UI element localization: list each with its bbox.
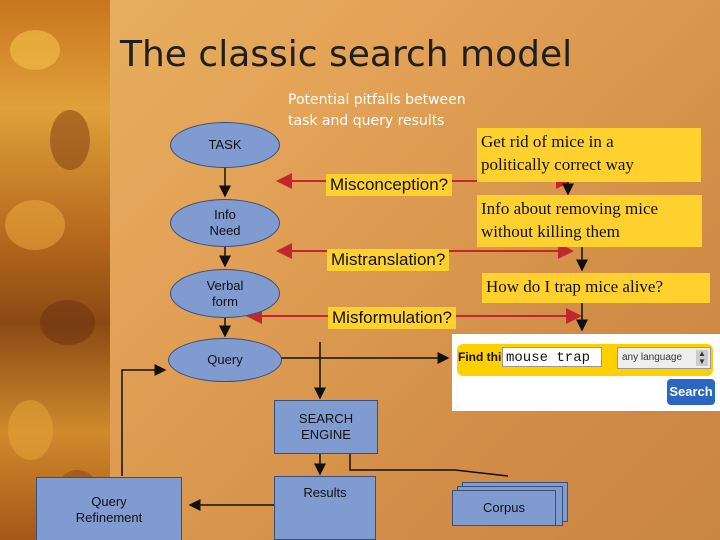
search-button[interactable]: Search bbox=[667, 379, 715, 405]
pitfalls-note: Potential pitfalls between task and quer… bbox=[288, 90, 466, 132]
misformulation-label: Misformulation? bbox=[328, 307, 456, 329]
autumn-leaves-photo bbox=[0, 0, 110, 540]
query-refinement-box: Query Refinement bbox=[36, 477, 182, 540]
info-need-example-line-2: without killing them bbox=[481, 222, 620, 241]
verbal-form-example-box: How do I trap mice alive? bbox=[482, 273, 710, 303]
find-this-label: Find this: bbox=[458, 350, 512, 364]
info-need-example-box: Info about removing mice without killing… bbox=[477, 195, 702, 247]
pitfalls-note-line-1: Potential pitfalls between bbox=[288, 92, 466, 108]
arrow-engine-corpus bbox=[349, 452, 509, 477]
verbal-form-node: Verbal form bbox=[170, 269, 280, 318]
arrow-refinement-to-query bbox=[121, 364, 167, 476]
corpus-box: Corpus bbox=[452, 490, 556, 526]
query-node: Query bbox=[168, 338, 282, 382]
task-example-line-2: politically correct way bbox=[481, 155, 634, 174]
info-need-node: Info Need bbox=[170, 199, 280, 247]
search-widget-screenshot: Find this: mouse trap any language ▲▼ Se… bbox=[452, 334, 720, 411]
slide-title: The classic search model bbox=[120, 34, 573, 75]
search-query-field[interactable]: mouse trap bbox=[502, 347, 602, 367]
pitfalls-note-line-2: task and query results bbox=[288, 113, 445, 129]
language-select-value: any language bbox=[622, 352, 683, 363]
task-node: TASK bbox=[170, 122, 280, 168]
results-box: Results bbox=[274, 476, 376, 540]
language-select[interactable]: any language ▲▼ bbox=[617, 347, 711, 369]
task-example-box: Get rid of mice in a politically correct… bbox=[477, 128, 701, 182]
chevron-updown-icon: ▲▼ bbox=[696, 350, 708, 366]
mistranslation-label: Mistranslation? bbox=[327, 249, 450, 271]
task-example-line-1: Get rid of mice in a bbox=[481, 132, 614, 151]
misconception-label: Misconception? bbox=[326, 174, 453, 196]
search-engine-box: SEARCH ENGINE bbox=[274, 400, 378, 454]
info-need-example-line-1: Info about removing mice bbox=[481, 199, 659, 218]
